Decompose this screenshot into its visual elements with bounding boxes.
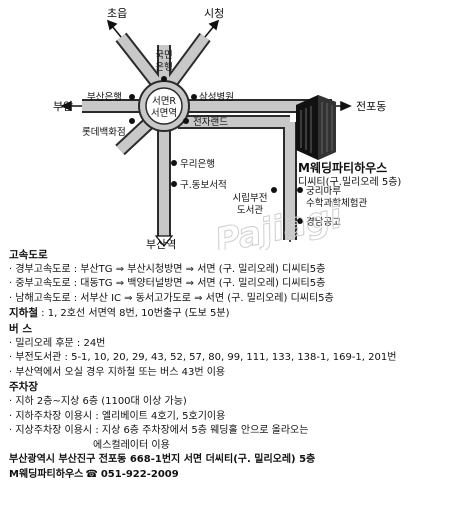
subway-row: 지하철 : 1, 2호선 서면역 8번, 10번출구 (도보 5분) (9, 306, 451, 322)
venue-building-icon (296, 95, 336, 160)
highway-title: 고속도로 (9, 249, 48, 261)
label-choeup: 초읍 (107, 7, 127, 20)
label-bupyeong: 부암 (53, 100, 73, 113)
label-lotte-dept: 롯데백화점 (82, 126, 126, 138)
phone-number[interactable]: 051-922-2009 (100, 468, 179, 480)
address: 부산광역시 부산진구 전포동 668-1번지 서면 더씨티(구. 밀리오레) 5… (9, 454, 316, 466)
label-woori-bank: 우리은행 (180, 158, 215, 170)
bus-item: · 부전도서관 : 5-1, 10, 20, 29, 43, 52, 57, 8… (9, 352, 397, 364)
label-venue-building: 디씨티(구.밀리오레 5층) (298, 176, 401, 188)
label-electroland: 전자랜드 (193, 117, 228, 128)
contact-row: M웨딩파티하우스☎051-922-2009 (9, 468, 451, 483)
label-busan-bank: 부산은행 (87, 91, 122, 103)
label-gyeongnam-school: 경남공고 (306, 216, 341, 228)
directions-panel: 고속도로 · 경부고속도로 : 부산TG ⇒ 부산시청방면 ⇒ 서면 (구. 밀… (9, 248, 451, 483)
label-samsung-hospital: 삼성병원 (199, 92, 234, 103)
parking-title: 주차장 (9, 381, 38, 394)
label-busan-station: 부산역 (146, 238, 176, 250)
bus-title: 버 스 (9, 322, 32, 335)
label-old-dongbo: 구.동보서적 (180, 179, 227, 191)
bus-item: · 부산역에서 오실 경우 지하철 또는 버스 43번 이용 (9, 366, 226, 378)
parking-continuation: 에스컬레이터 이용 (93, 439, 170, 451)
bus-item: · 밀리오레 후문 : 24번 (9, 337, 106, 349)
label-sicheong: 시청 (204, 7, 224, 20)
down-arrow-busan-station (154, 235, 174, 247)
label-jeonpo: 전포동 (356, 100, 386, 113)
road-network (82, 32, 332, 240)
highway-item: · 경부고속도로 : 부산TG ⇒ 부산시청방면 ⇒ 서면 (구. 밀리오레) … (9, 263, 326, 275)
venue-name: M웨딩파티하우스 (9, 468, 84, 480)
highway-item: · 중부고속도로 : 대동TG ⇒ 백양터널방면 ⇒ 서면 (구. 밀리오레) … (9, 278, 326, 290)
label-venue-name: M웨딩파티하우스 (298, 160, 387, 175)
highway-item: · 남해고속도로 : 서부산 IC ⇒ 동서고가도로 ⇒ 서면 (구. 밀리오레… (9, 292, 334, 304)
subway-text: : 1, 2호선 서면역 8번, 10번출구 (도보 5분) (37, 308, 230, 320)
parking-item: · 지하 2층~지상 6층 (1100대 이상 가능) (9, 395, 187, 407)
parking-item: · 지상주차장 이용시 : 지상 6층 주차장에서 5층 웨딩홀 안으로 올라오… (9, 425, 309, 437)
parking-item: · 지하주차장 이용시 : 엘리베이트 4호기, 5호기이용 (9, 410, 226, 422)
landmark-dots (129, 76, 303, 224)
subway-title: 지하철 (9, 307, 38, 320)
phone-icon: ☎ (85, 468, 98, 480)
